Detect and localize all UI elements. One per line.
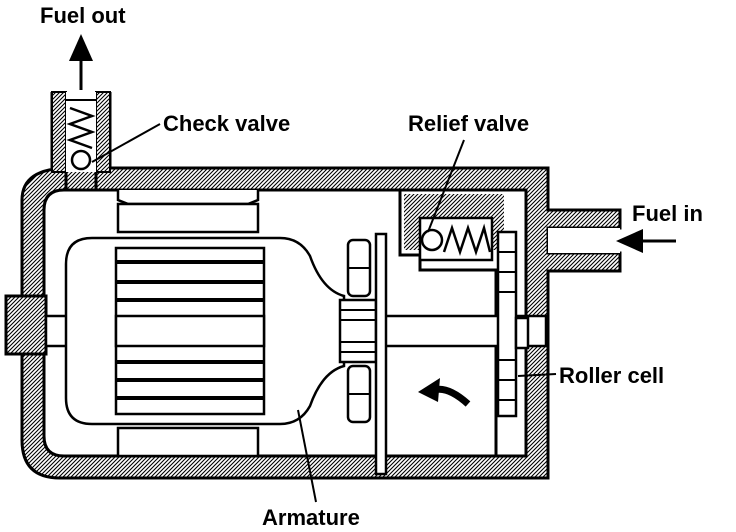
label-relief-valve: Relief valve: [408, 111, 529, 136]
armature: [64, 236, 346, 426]
inlet-pipe: [548, 228, 620, 253]
flow-arrow-icon: [418, 378, 471, 407]
leader-roller-cell: [517, 373, 557, 377]
check-valve: [66, 106, 96, 171]
label-roller-cell: Roller cell: [559, 363, 664, 388]
label-check-valve: Check valve: [163, 111, 290, 136]
label-fuel-out: Fuel out: [40, 3, 126, 28]
leader-check-valve: [91, 123, 161, 163]
label-armature: Armature: [262, 505, 360, 530]
commutator: [338, 238, 378, 424]
leader-lines: [91, 123, 557, 503]
leader-relief-valve: [427, 139, 465, 233]
end-plate: [374, 232, 388, 476]
label-fuel-in: Fuel in: [632, 201, 703, 226]
magnet-top: [116, 190, 260, 234]
roller-cell-pump: [496, 230, 530, 418]
magnet-bottom: [116, 426, 260, 458]
relief-valve: [420, 223, 492, 256]
leader-armature: [297, 409, 317, 503]
